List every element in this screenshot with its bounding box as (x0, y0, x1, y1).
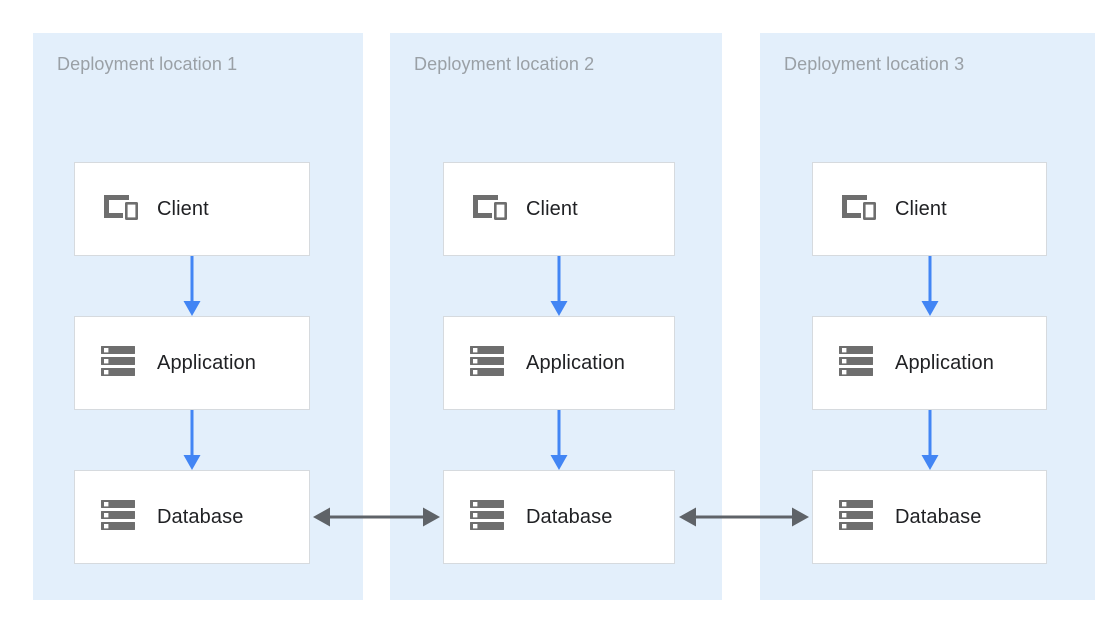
node-label: Application (157, 351, 256, 374)
server-stack-icon (101, 346, 139, 380)
flow-arrow-down (548, 256, 570, 316)
node-database[interactable]: Database (443, 470, 675, 564)
server-stack-icon (470, 346, 508, 380)
node-application[interactable]: Application (443, 316, 675, 410)
server-stack-icon (839, 346, 877, 380)
node-label: Application (526, 351, 625, 374)
node-database[interactable]: Database (812, 470, 1047, 564)
node-application[interactable]: Application (74, 316, 310, 410)
flow-arrow-down (919, 410, 941, 470)
panel-title: Deployment location 2 (414, 54, 595, 74)
server-stack-icon (470, 500, 504, 530)
flow-arrow-down (181, 256, 203, 316)
node-client[interactable]: Client (812, 162, 1047, 256)
node-application[interactable]: Application (812, 316, 1047, 410)
node-label: Client (157, 197, 209, 220)
client-devices-icon (842, 195, 876, 220)
node-label: Application (895, 351, 994, 374)
node-database[interactable]: Database (74, 470, 310, 564)
server-stack-icon (101, 346, 135, 376)
server-stack-icon (839, 500, 877, 534)
client-devices-icon (101, 192, 139, 226)
node-label: Database (157, 505, 244, 528)
flow-arrow-down (181, 410, 203, 470)
node-client[interactable]: Client (74, 162, 310, 256)
server-stack-icon (470, 346, 504, 376)
replication-arrow-bidirectional (679, 505, 809, 529)
client-devices-icon (839, 192, 877, 226)
server-stack-icon (470, 500, 508, 534)
node-label: Database (895, 505, 982, 528)
server-stack-icon (101, 500, 139, 534)
server-stack-icon (839, 500, 873, 530)
client-devices-icon (470, 192, 508, 226)
flow-arrow-down (919, 256, 941, 316)
node-label: Client (895, 197, 947, 220)
server-stack-icon (101, 500, 135, 530)
panel-title: Deployment location 1 (57, 54, 238, 74)
flow-arrow-down (548, 410, 570, 470)
node-label: Database (526, 505, 613, 528)
server-stack-icon (839, 346, 873, 376)
replication-arrow-bidirectional (313, 505, 440, 529)
node-client[interactable]: Client (443, 162, 675, 256)
node-label: Client (526, 197, 578, 220)
panel-title: Deployment location 3 (784, 54, 965, 74)
client-devices-icon (473, 195, 507, 220)
client-devices-icon (104, 195, 138, 220)
